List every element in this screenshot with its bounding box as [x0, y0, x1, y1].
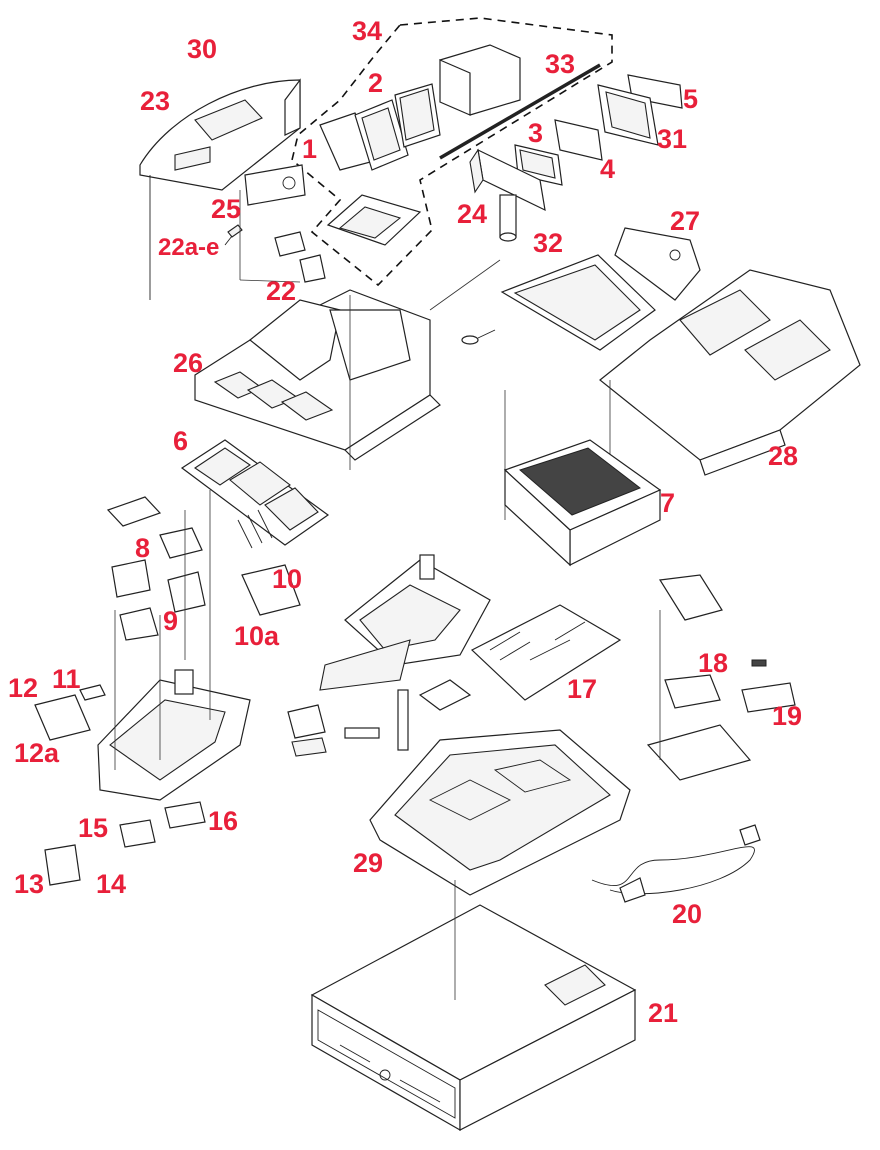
label-part-2: 2 — [368, 68, 383, 98]
label-part-11: 11 — [52, 664, 81, 694]
label-part-22a-e: 22a-e — [158, 234, 219, 261]
label-part-21: 21 — [648, 998, 678, 1028]
label-part-24: 24 — [457, 199, 487, 229]
label-part-1: 1 — [302, 134, 317, 164]
label-part-34: 34 — [352, 16, 382, 46]
label-part-27: 27 — [670, 206, 700, 236]
label-part-5: 5 — [683, 84, 698, 114]
label-part-7: 7 — [660, 488, 675, 518]
label-part-33: 33 — [545, 49, 575, 79]
cash-drawer — [310, 880, 637, 1132]
label-part-8: 8 — [135, 533, 150, 563]
label-part-25: 25 — [211, 194, 241, 224]
label-part-30: 30 — [187, 34, 217, 64]
base-chassis — [287, 704, 631, 896]
label-part-18: 18 — [698, 648, 728, 678]
top-cover — [194, 259, 501, 470]
label-part-4: 4 — [600, 154, 615, 184]
display-assembly — [291, 17, 613, 287]
label-part-13: 13 — [14, 869, 44, 899]
label-part-22: 22 — [266, 276, 296, 306]
label-part-9: 9 — [163, 606, 178, 636]
main-board — [397, 604, 622, 751]
label-part-16: 16 — [208, 806, 238, 836]
keyboard-tray — [503, 439, 662, 567]
printer-mechanism — [34, 490, 301, 886]
right-cover-assembly — [500, 227, 861, 520]
label-part-14: 14 — [96, 869, 126, 899]
pole-display — [469, 148, 546, 242]
label-part-29: 29 — [353, 848, 383, 878]
label-part-26: 26 — [173, 348, 203, 378]
keyboard — [180, 439, 330, 549]
label-part-6: 6 — [173, 426, 188, 456]
label-part-15: 15 — [78, 813, 108, 843]
label-part-19: 19 — [772, 701, 802, 731]
label-part-32: 32 — [533, 228, 563, 258]
label-part-12a: 12a — [14, 738, 60, 768]
label-part-17: 17 — [567, 674, 597, 704]
label-part-23: 23 — [140, 86, 170, 116]
label-part-20: 20 — [672, 899, 702, 929]
label-part-28: 28 — [768, 441, 798, 471]
label-part-10: 10 — [272, 564, 302, 594]
lock-parts — [224, 164, 326, 283]
label-part-31: 31 — [657, 124, 687, 154]
printer-frame — [319, 554, 491, 691]
power-supply — [646, 574, 796, 781]
label-part-10a: 10a — [234, 621, 280, 651]
power-cord — [591, 824, 761, 903]
label-part-3: 3 — [528, 118, 543, 148]
label-part-12: 12 — [8, 673, 38, 703]
part-labels: 1 2 3 4 5 6 7 8 9 10 10a 11 12 12a 13 14… — [8, 16, 802, 1028]
printer-cover — [139, 78, 301, 300]
